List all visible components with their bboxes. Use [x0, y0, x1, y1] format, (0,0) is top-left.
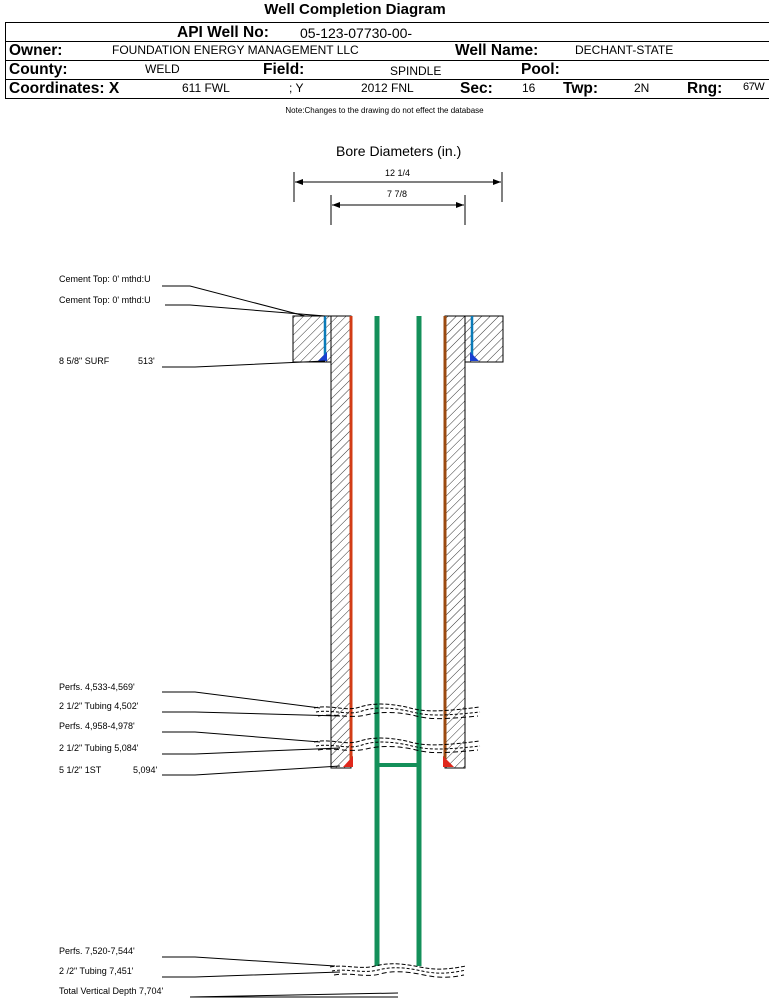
production-casing-depth: 5,094'	[133, 765, 158, 775]
header-rule	[5, 41, 769, 42]
tubing-label: 2 1/2" Tubing 5,084'	[59, 743, 139, 753]
y-label: ; Y	[289, 81, 304, 95]
header-rule-top	[5, 22, 769, 23]
owner-value: FOUNDATION ENERGY MANAGEMENT LLC	[112, 43, 359, 57]
field-label: Field:	[263, 61, 305, 78]
coordinates-label: Coordinates: X	[9, 80, 120, 97]
sec-value: 16	[522, 81, 536, 95]
cement-top-label: Cement Top: 0' mthd:U	[59, 274, 151, 284]
header-rule	[5, 79, 769, 80]
rng-value: 67W	[743, 81, 765, 93]
pool-label: Pool:	[521, 61, 560, 78]
perforations-label: Perfs. 4,958-4,978'	[59, 721, 135, 731]
surface-shoe-left	[318, 352, 327, 361]
wellname-value: DECHANT-STATE	[575, 43, 674, 57]
twp-value: 2N	[634, 81, 650, 95]
api-label: API Well No:	[177, 24, 269, 41]
header-rule-bottom	[5, 98, 769, 99]
page-title: Well Completion Diagram	[264, 1, 446, 18]
owner-label: Owner:	[9, 42, 63, 59]
surface-casing-name: 8 5/8" SURF	[59, 356, 110, 366]
leader-lines	[162, 285, 399, 998]
tubing-label: 2 /2" Tubing 7,451'	[59, 966, 134, 976]
bore-diameters-title: Bore Diameters (in.)	[336, 143, 462, 159]
county-value: WELD	[145, 62, 180, 76]
disclaimer-note: Note:Changes to the drawing do not effec…	[285, 106, 484, 115]
surface-casing-depth: 513'	[138, 356, 155, 366]
x-value: 611 FWL	[182, 81, 230, 95]
header-rule	[5, 60, 769, 61]
production-shoe-left	[343, 756, 353, 767]
county-label: County:	[9, 61, 68, 78]
twp-label: Twp:	[563, 80, 599, 97]
perforation-zone-3	[329, 963, 467, 978]
production-cement	[330, 315, 466, 769]
total-depth-label: Total Vertical Depth 7,704'	[59, 986, 164, 996]
production-casing-name: 5 1/2" 1ST	[59, 765, 102, 775]
perforation-zone-2	[313, 737, 481, 754]
perforations-label: Perfs. 7,520-7,544'	[59, 946, 135, 956]
perforations-label: Perfs. 4,533-4,569'	[59, 682, 135, 692]
field-value: SPINDLE	[390, 64, 442, 78]
sec-label: Sec:	[460, 80, 493, 97]
y-value: 2012 FNL	[361, 81, 414, 95]
rng-label: Rng:	[687, 80, 723, 97]
api-value: 05-123-07730-00-	[300, 25, 413, 41]
surface-shoe-right	[470, 352, 479, 361]
cement-top-label: Cement Top: 0' mthd:U	[59, 295, 151, 305]
bore-dimension-lines	[293, 172, 503, 225]
tubing-label: 2 1/2" Tubing 4,502'	[59, 701, 139, 711]
perforation-zone-1	[313, 703, 481, 720]
production-shoe-right	[443, 756, 454, 767]
outer-diameter-label: 12 1/4	[385, 168, 411, 178]
wellname-label: Well Name:	[455, 42, 539, 59]
inner-diameter-label: 7 7/8	[387, 189, 408, 199]
